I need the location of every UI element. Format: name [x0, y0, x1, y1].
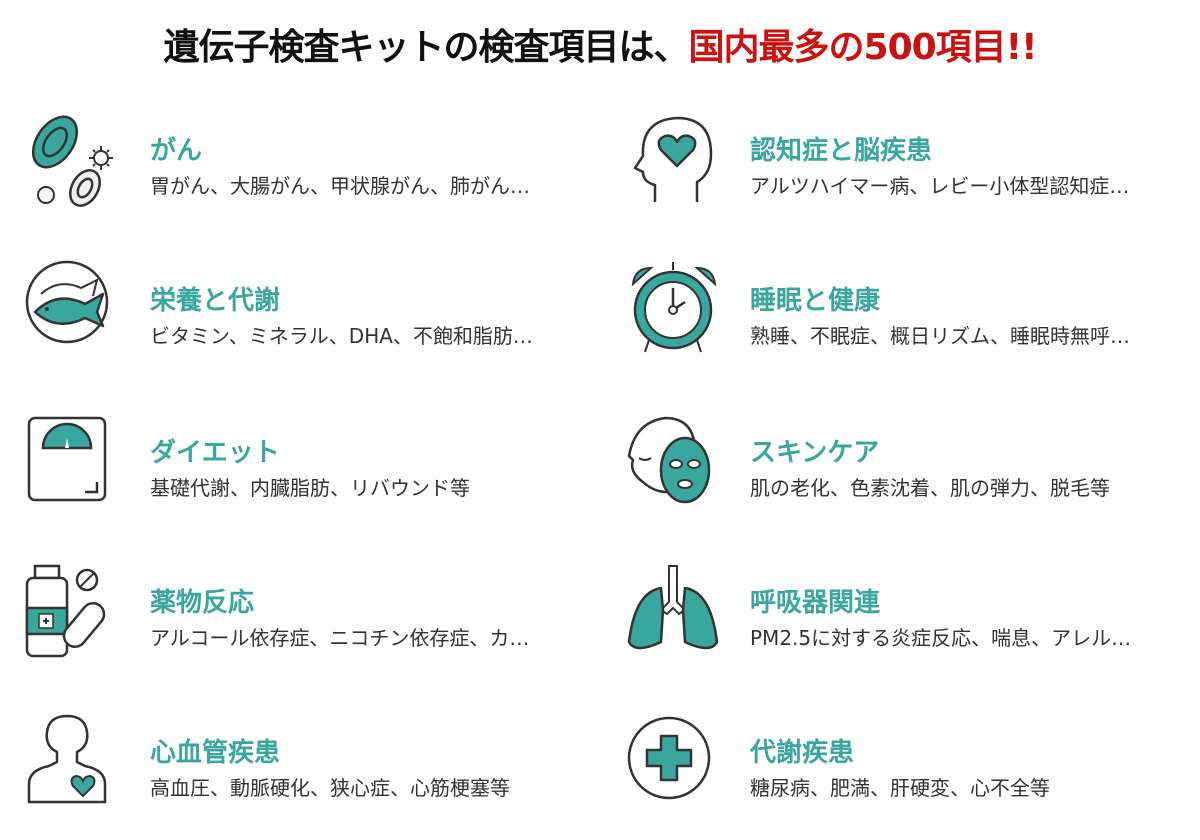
cells-icon	[25, 110, 125, 210]
category-nutrition: 栄養と代謝 ビタミン、ミネラル、DHA、不飽和脂肪…	[25, 260, 605, 380]
category-desc: ビタミン、ミネラル、DHA、不飽和脂肪…	[150, 324, 533, 348]
medicine-bottle-icon	[25, 562, 125, 662]
category-metabolic: 代謝疾患 糖尿病、肥満、肝硬変、心不全等	[625, 712, 1200, 832]
face-mask-icon	[625, 412, 725, 512]
lungs-icon	[625, 562, 725, 662]
category-desc: 基礎代謝、内臓脂肪、リバウンド等	[150, 476, 470, 500]
category-drug-response: 薬物反応 アルコール依存症、ニコチン依存症、カ…	[25, 562, 605, 682]
category-desc: 高血圧、動脈硬化、狭心症、心筋梗塞等	[150, 776, 510, 800]
category-desc: アルツハイマー病、レビー小体型認知症…	[750, 174, 1130, 198]
category-desc: PM2.5に対する炎症反応、喘息、アレル…	[750, 626, 1132, 650]
title-accent: 国内最多の500項目!!	[688, 27, 1038, 68]
category-desc: 糖尿病、肥満、肝硬変、心不全等	[750, 776, 1050, 800]
category-cardiovascular: 心血管疾患 高血圧、動脈硬化、狭心症、心筋梗塞等	[25, 712, 605, 832]
category-name: がん	[150, 136, 203, 166]
category-name: 呼吸器関連	[750, 588, 881, 618]
category-desc: 熟睡、不眠症、概日リズム、睡眠時無呼…	[750, 324, 1130, 348]
category-name: 睡眠と健康	[750, 286, 881, 316]
category-respiratory: 呼吸器関連 PM2.5に対する炎症反応、喘息、アレル…	[625, 562, 1200, 682]
category-name: ダイエット	[150, 438, 280, 468]
category-diet: ダイエット 基礎代謝、内臓脂肪、リバウンド等	[25, 412, 605, 532]
category-name: スキンケア	[750, 438, 880, 468]
head-heart-icon	[625, 110, 725, 210]
category-name: 代謝疾患	[750, 738, 855, 768]
category-cancer: がん 胃がん、大腸がん、甲状腺がん、肺がん…	[25, 110, 605, 230]
category-name: 認知症と脳疾患	[750, 136, 933, 166]
person-heart-icon	[25, 712, 125, 812]
category-dementia: 認知症と脳疾患 アルツハイマー病、レビー小体型認知症…	[625, 110, 1200, 230]
category-name: 薬物反応	[150, 588, 255, 618]
fish-plate-icon	[25, 260, 125, 360]
medical-cross-icon	[625, 712, 725, 812]
category-grid: がん 胃がん、大腸がん、甲状腺がん、肺がん… 認知症と脳疾患 アルツハイマー病、…	[0, 100, 1200, 840]
category-name: 心血管疾患	[150, 738, 281, 768]
category-desc: 胃がん、大腸がん、甲状腺がん、肺がん…	[150, 174, 530, 198]
category-sleep: 睡眠と健康 熟睡、不眠症、概日リズム、睡眠時無呼…	[625, 260, 1200, 380]
title-main: 遺伝子検査キットの検査項目は、	[163, 27, 690, 68]
category-skincare: スキンケア 肌の老化、色素沈着、肌の弾力、脱毛等	[625, 412, 1200, 532]
category-name: 栄養と代謝	[150, 286, 281, 316]
scale-icon	[25, 412, 125, 512]
category-desc: 肌の老化、色素沈着、肌の弾力、脱毛等	[750, 476, 1110, 500]
alarm-clock-icon	[625, 260, 725, 360]
category-desc: アルコール依存症、ニコチン依存症、カ…	[150, 626, 530, 650]
page-title: 遺伝子検査キットの検査項目は、国内最多の500項目!!	[0, 18, 1200, 70]
